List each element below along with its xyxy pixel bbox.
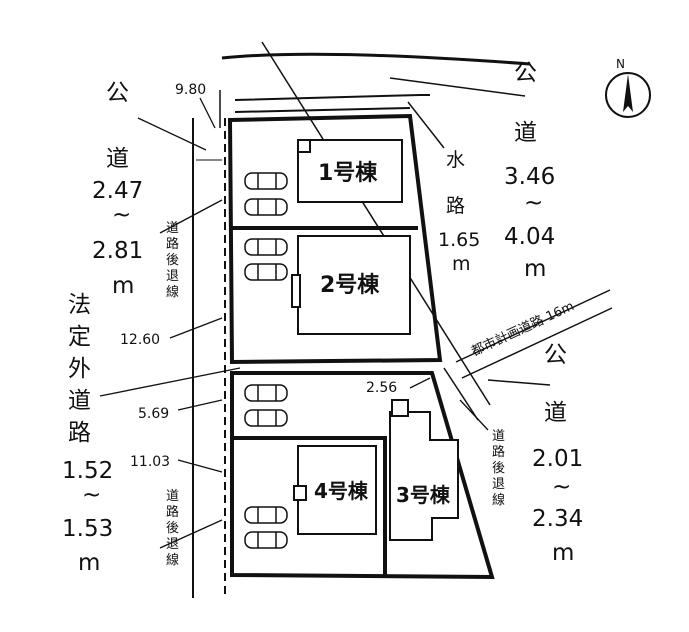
svg-text:退: 退 bbox=[166, 537, 179, 552]
svg-text:1.65: 1.65 bbox=[438, 229, 480, 251]
west-road-label-1: 公 bbox=[106, 80, 129, 106]
building-3-label: 3号棟 bbox=[396, 483, 451, 507]
west-road-width-2: ~ bbox=[112, 202, 131, 228]
svg-text:1.52: 1.52 bbox=[62, 458, 113, 484]
car-icon bbox=[244, 263, 288, 281]
svg-text:m: m bbox=[552, 540, 574, 566]
svg-text:線: 線 bbox=[492, 492, 505, 508]
lot-4-outline bbox=[232, 436, 387, 575]
dim-11-03: 11.03 bbox=[130, 454, 170, 470]
svg-text:公: 公 bbox=[544, 342, 567, 368]
svg-text:後: 後 bbox=[166, 253, 179, 268]
building-2-label: 2号棟 bbox=[320, 272, 380, 298]
setback-label-left-bottom: 道 路 後 退 線 bbox=[166, 489, 179, 568]
svg-text:線: 線 bbox=[166, 552, 179, 568]
svg-text:退: 退 bbox=[492, 477, 505, 492]
dim-12-60: 12.60 bbox=[120, 332, 160, 348]
setback-label-right: 道 路 後 退 線 bbox=[492, 429, 505, 508]
dimension-labels: 9.80 12.60 5.69 11.03 2.56 bbox=[120, 82, 397, 470]
svg-text:N: N bbox=[616, 57, 625, 71]
svg-text:道: 道 bbox=[544, 400, 567, 426]
svg-text:m: m bbox=[78, 550, 100, 576]
svg-text:道: 道 bbox=[492, 429, 505, 444]
north-road-lines bbox=[221, 41, 531, 406]
leader-lines bbox=[99, 97, 489, 549]
west-road-width-3: 2.81 bbox=[92, 238, 143, 264]
west-road-text: 公 道 2.47 ~ 2.81 m bbox=[92, 80, 143, 299]
svg-text:水: 水 bbox=[446, 149, 465, 171]
svg-text:定: 定 bbox=[68, 324, 91, 350]
parking-cars bbox=[244, 172, 288, 549]
svg-text:公: 公 bbox=[514, 60, 537, 86]
car-icon bbox=[244, 238, 288, 256]
svg-text:退: 退 bbox=[166, 269, 179, 284]
west-road-width-4: m bbox=[112, 273, 134, 299]
parcels bbox=[227, 113, 495, 580]
svg-text:m: m bbox=[524, 256, 546, 282]
svg-text:3.46: 3.46 bbox=[504, 164, 555, 190]
svg-text:道: 道 bbox=[166, 221, 179, 236]
svg-text:路: 路 bbox=[446, 195, 465, 217]
building-1-footprint bbox=[297, 139, 403, 203]
dim-2-56: 2.56 bbox=[366, 380, 397, 396]
svg-text:2.34: 2.34 bbox=[532, 506, 583, 532]
car-icon bbox=[244, 198, 288, 216]
northeast-road-text: 公 道 3.46 ~ 4.04 m bbox=[504, 60, 555, 282]
car-icon bbox=[244, 506, 288, 524]
svg-text:後: 後 bbox=[492, 461, 505, 476]
dim-9-80: 9.80 bbox=[175, 82, 206, 98]
svg-text:m: m bbox=[452, 253, 471, 275]
svg-text:~: ~ bbox=[82, 482, 101, 508]
svg-text:線: 線 bbox=[166, 284, 179, 300]
svg-text:1.53: 1.53 bbox=[62, 516, 113, 542]
east-road-lines bbox=[407, 101, 613, 421]
non-statutory-road-text: 法 定 外 道 路 1.52 ~ 1.53 m bbox=[62, 292, 113, 576]
svg-text:外: 外 bbox=[68, 356, 91, 382]
dim-5-69: 5.69 bbox=[138, 406, 169, 422]
building-4-footprint bbox=[297, 445, 377, 535]
svg-text:~: ~ bbox=[524, 190, 543, 216]
svg-text:道: 道 bbox=[166, 489, 179, 504]
svg-text:路: 路 bbox=[492, 444, 505, 460]
car-icon bbox=[244, 384, 288, 402]
svg-text:路: 路 bbox=[68, 420, 91, 446]
west-road-width-1: 2.47 bbox=[92, 178, 143, 204]
car-icon bbox=[244, 172, 288, 190]
svg-text:2.01: 2.01 bbox=[532, 446, 583, 472]
svg-text:~: ~ bbox=[552, 474, 571, 500]
setback-label-left-top: 道 路 後 退 線 bbox=[166, 221, 179, 300]
svg-text:道: 道 bbox=[514, 120, 537, 146]
north-arrow-icon: N bbox=[605, 57, 651, 118]
west-road-lines bbox=[192, 90, 226, 598]
svg-text:路: 路 bbox=[166, 504, 179, 520]
building-3-footprint bbox=[389, 411, 459, 541]
car-icon bbox=[244, 531, 288, 549]
building-1-label: 1号棟 bbox=[318, 160, 378, 186]
west-road-label-2: 道 bbox=[106, 146, 129, 172]
svg-text:路: 路 bbox=[166, 236, 179, 252]
svg-text:後: 後 bbox=[166, 521, 179, 536]
svg-text:道: 道 bbox=[68, 388, 91, 414]
east-road-text: 公 道 2.01 ~ 2.34 m bbox=[532, 342, 583, 566]
building-4-label: 4号棟 bbox=[314, 479, 369, 503]
waterway-text: 水 路 1.65 m bbox=[438, 149, 480, 275]
lot-upper-outline bbox=[227, 113, 443, 365]
car-icon bbox=[244, 409, 288, 427]
diagonal-road-line bbox=[261, 41, 491, 406]
building-footprints bbox=[291, 139, 459, 541]
svg-text:4.04: 4.04 bbox=[504, 224, 555, 250]
svg-text:法: 法 bbox=[68, 292, 91, 318]
lot-lower-outline bbox=[230, 371, 495, 580]
